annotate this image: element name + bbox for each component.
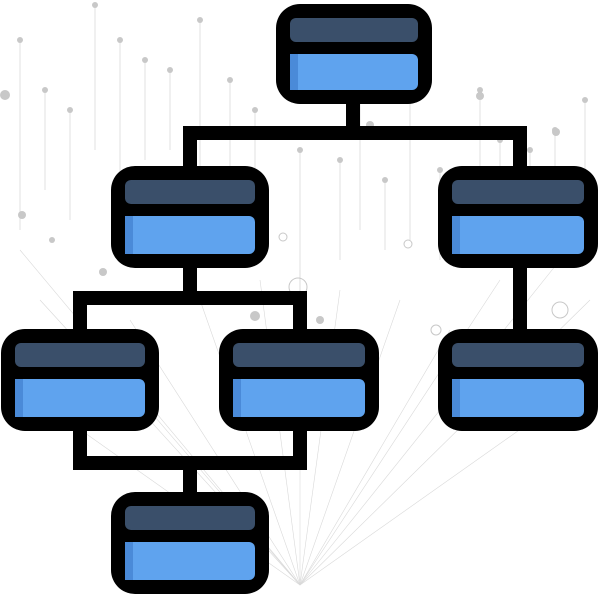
decor-fan-line (199, 299, 301, 586)
node-bottom-leaf (111, 492, 269, 594)
decor-dot (197, 17, 203, 23)
node-header (15, 343, 145, 367)
decor-dot (250, 311, 260, 321)
decor-dot (67, 107, 73, 113)
decor-dot (42, 87, 48, 93)
node-header (452, 343, 584, 367)
decor-dot (49, 237, 55, 243)
node-body (125, 542, 255, 580)
node-right-branch (438, 166, 598, 268)
node-header (452, 180, 584, 204)
node-header (125, 506, 255, 530)
node-left-left-leaf (1, 329, 159, 431)
decor-dot (527, 147, 533, 153)
node-body (452, 379, 584, 417)
node-body-shade (15, 379, 23, 417)
node-body-shade (125, 216, 133, 254)
node-root (276, 4, 432, 104)
decor-fan-line (299, 299, 401, 586)
decor-ring (403, 239, 413, 249)
decor-dot (297, 147, 303, 153)
node-body (125, 216, 255, 254)
decor-dot (582, 97, 588, 103)
node-body-shade (233, 379, 241, 417)
decor-dot (142, 57, 148, 63)
node-left-branch (111, 166, 269, 268)
node-body (233, 379, 365, 417)
decor-dot (227, 77, 233, 83)
decor-dot (0, 90, 10, 100)
decor-dot (92, 2, 98, 8)
decor-dot (337, 157, 343, 163)
decor-dot (437, 167, 443, 173)
node-header (125, 180, 255, 204)
decor-dot (252, 107, 258, 113)
decor-dot (117, 37, 123, 43)
node-body (452, 216, 584, 254)
decor-ring (278, 232, 288, 242)
decor-dot (99, 268, 107, 276)
decor-ring (430, 324, 442, 336)
decor-dot (18, 211, 26, 219)
node-right-leaf (438, 329, 598, 431)
decor-ring (551, 301, 569, 319)
decor-dot (552, 128, 560, 136)
decor-dot (477, 87, 483, 93)
node-body-shade (125, 542, 133, 580)
node-left-right-leaf (219, 329, 379, 431)
decor-fan-line (299, 329, 451, 586)
node-body (290, 54, 418, 90)
node-body-shade (452, 216, 460, 254)
node-body-shade (290, 54, 298, 90)
decor-dot (17, 37, 23, 43)
node-header (233, 343, 365, 367)
decor-dot (167, 67, 173, 73)
node-header (290, 18, 418, 42)
decor-dot (316, 316, 324, 324)
node-body (15, 379, 145, 417)
decor-dot (382, 177, 388, 183)
decor-dot (476, 92, 484, 100)
node-body-shade (452, 379, 460, 417)
connector-lines (73, 93, 527, 502)
